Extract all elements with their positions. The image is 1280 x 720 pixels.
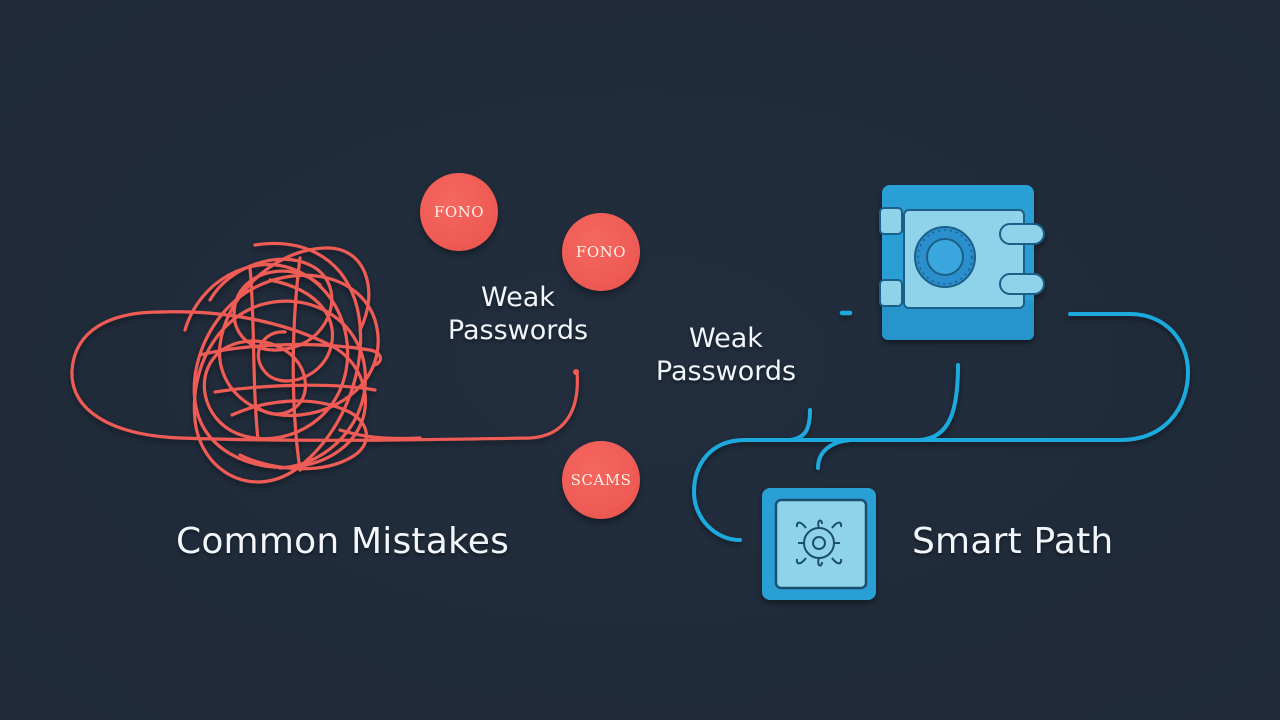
- badge-text: SCAMS: [570, 471, 632, 489]
- common-mistakes-title: Common Mistakes: [176, 521, 510, 562]
- badge-text: FONO: [575, 243, 627, 261]
- weak-passwords-label-right: Weak Passwords: [640, 322, 812, 388]
- badge-fono-1: FONO: [420, 173, 498, 251]
- label-line: Passwords: [655, 356, 797, 387]
- label-line: Weak: [689, 323, 763, 354]
- weak-passwords-label-left: Weak Passwords: [432, 281, 604, 347]
- safe-vault-icon: [879, 185, 1045, 340]
- chip-shield-icon: [762, 488, 876, 600]
- badge-scams: SCAMS: [562, 441, 640, 519]
- path-lines: [691, 310, 1191, 542]
- tangled-line-icon: [70, 241, 579, 484]
- label-line: Passwords: [447, 315, 589, 346]
- badge-fono-2: FONO: [562, 213, 640, 291]
- badge-text: FONO: [433, 203, 485, 221]
- label-line: Weak: [481, 282, 555, 313]
- smart-path-title: Smart Path: [912, 521, 1114, 562]
